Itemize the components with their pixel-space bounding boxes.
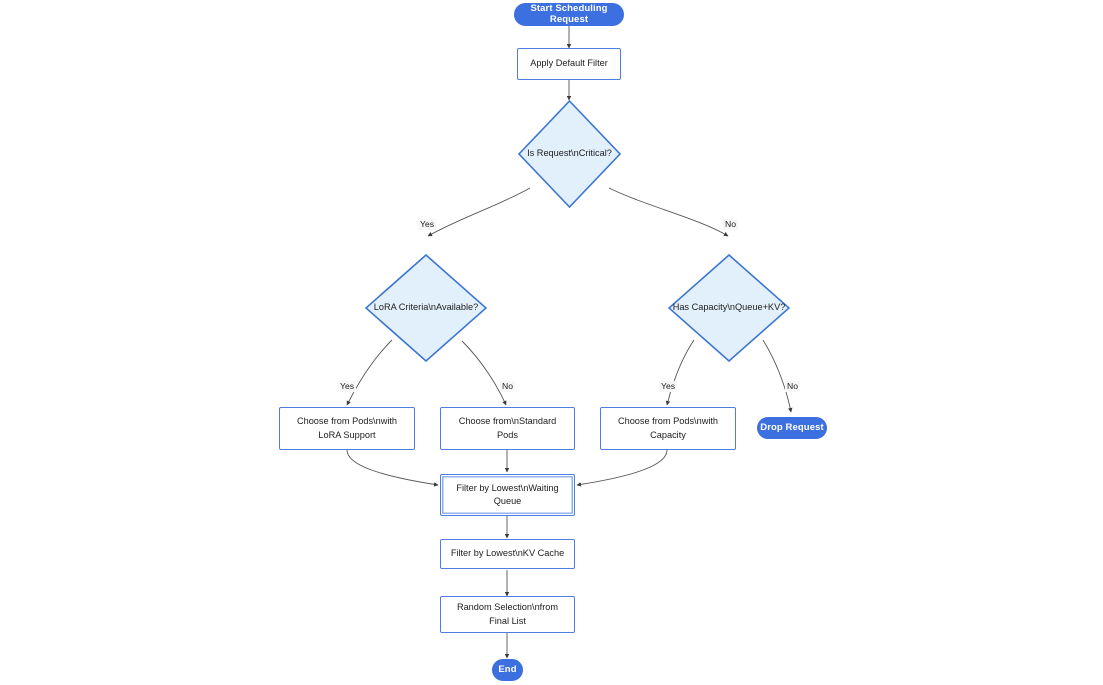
node-filter-lowest-waiting-queue-line1: Filter by Lowest\nWaiting [456,482,559,493]
node-choose-pods-lora-support-line2: LoRA Support [318,429,376,440]
node-has-capacity-queue-kv[interactable]: Has Capacity\nQueue+KV? [668,254,790,362]
node-apply-default-filter-label: Apply Default Filter [530,58,608,69]
diamond-shape [518,100,621,208]
edge-label-lora-no: No [500,381,515,393]
node-choose-standard-pods[interactable]: Choose from\nStandard Pods [440,407,575,450]
node-lora-criteria-available[interactable]: LoRA Criteria\nAvailable? [365,254,487,362]
node-end[interactable]: End [492,659,523,681]
node-random-selection-final-list-line2: Final List [489,615,526,626]
diamond-shape [365,254,487,362]
node-choose-pods-lora-support[interactable]: Choose from Pods\nwith LoRA Support [279,407,415,450]
node-choose-pods-lora-support-line1: Choose from Pods\nwith [296,416,398,427]
node-choose-standard-pods-line1: Choose from\nStandard [458,416,557,427]
edge-label-lora-yes: Yes [338,381,357,393]
node-random-selection-final-list-line1: Random Selection\nfrom [456,602,559,613]
node-drop-request[interactable]: Drop Request [757,417,827,439]
node-filter-lowest-waiting-queue-line2: Queue [493,496,522,506]
edge-critical-to-lora [427,187,531,237]
edge-label-capacity-yes: Yes [659,381,678,393]
node-has-capacity-queue-kv-label: Has Capacity\nQueue+KV? [672,302,786,313]
node-lora-criteria-available-label: LoRA Criteria\nAvailable? [373,302,479,313]
node-filter-lowest-kv-cache-label: Filter by Lowest\nKV Cache [450,548,565,559]
edge-label-critical-yes: Yes [418,219,437,231]
node-is-request-critical-label: Is Request\nCritical? [527,148,612,159]
edge-label-critical-no: No [723,219,738,231]
edge-critical-to-capacity [608,187,729,237]
node-drop-request-label: Drop Request [760,421,824,433]
node-random-selection-final-list[interactable]: Random Selection\nfrom Final List [440,596,575,633]
node-start-label: Start Scheduling Request [530,3,608,25]
diamond-shape [668,254,790,362]
node-filter-lowest-waiting-queue[interactable]: Filter by Lowest\nWaiting Queue [440,474,575,516]
edge-label-capacity-no: No [785,381,800,393]
node-choose-pods-capacity-line2: Capacity [650,429,686,440]
node-end-label: End [498,663,517,675]
node-is-request-critical[interactable]: Is Request\nCritical? [518,100,621,208]
node-choose-standard-pods-line2: Pods [497,429,518,440]
node-choose-pods-capacity-line1: Choose from Pods\nwith [617,416,719,427]
node-apply-default-filter[interactable]: Apply Default Filter [517,48,621,80]
node-choose-pods-capacity[interactable]: Choose from Pods\nwith Capacity [600,407,736,450]
edge-podslora-to-waitqueue [346,449,439,487]
node-start-scheduling-request[interactable]: Start Scheduling Request [514,3,624,26]
edge-podscap-to-waitqueue [576,449,668,487]
node-filter-lowest-kv-cache[interactable]: Filter by Lowest\nKV Cache [440,539,575,569]
